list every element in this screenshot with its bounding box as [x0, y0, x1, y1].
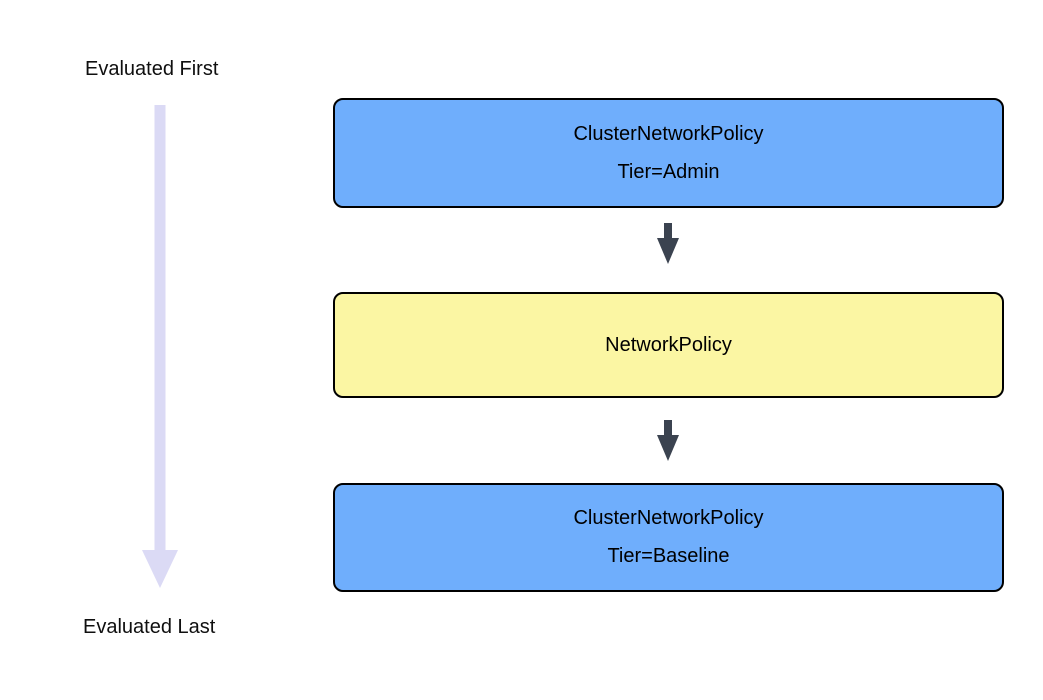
evaluation-order-arrow-icon [142, 105, 178, 588]
node-subtitle: Tier=Baseline [607, 545, 730, 567]
evaluated-first-label: Evaluated First [85, 58, 219, 80]
flow-arrow-stem [664, 420, 672, 437]
order-arrow-head [142, 550, 178, 588]
flow-arrow-head [657, 238, 679, 264]
node-title: NetworkPolicy [605, 333, 732, 356]
node-cluster-network-policy-admin: ClusterNetworkPolicy Tier=Admin [333, 98, 1004, 208]
flow-arrow-down-icon [657, 223, 679, 264]
node-title: ClusterNetworkPolicy [573, 507, 764, 529]
node-cluster-network-policy-baseline: ClusterNetworkPolicy Tier=Baseline [333, 483, 1004, 592]
node-title: ClusterNetworkPolicy [573, 122, 764, 145]
node-subtitle: Tier=Admin [617, 160, 720, 183]
evaluated-last-label: Evaluated Last [83, 616, 216, 638]
flow-arrow-down-icon [657, 420, 679, 461]
flow-arrow-stem [664, 223, 672, 240]
flow-arrow-head [657, 435, 679, 461]
node-network-policy: NetworkPolicy [333, 292, 1004, 398]
order-arrow-stem [154, 105, 166, 552]
